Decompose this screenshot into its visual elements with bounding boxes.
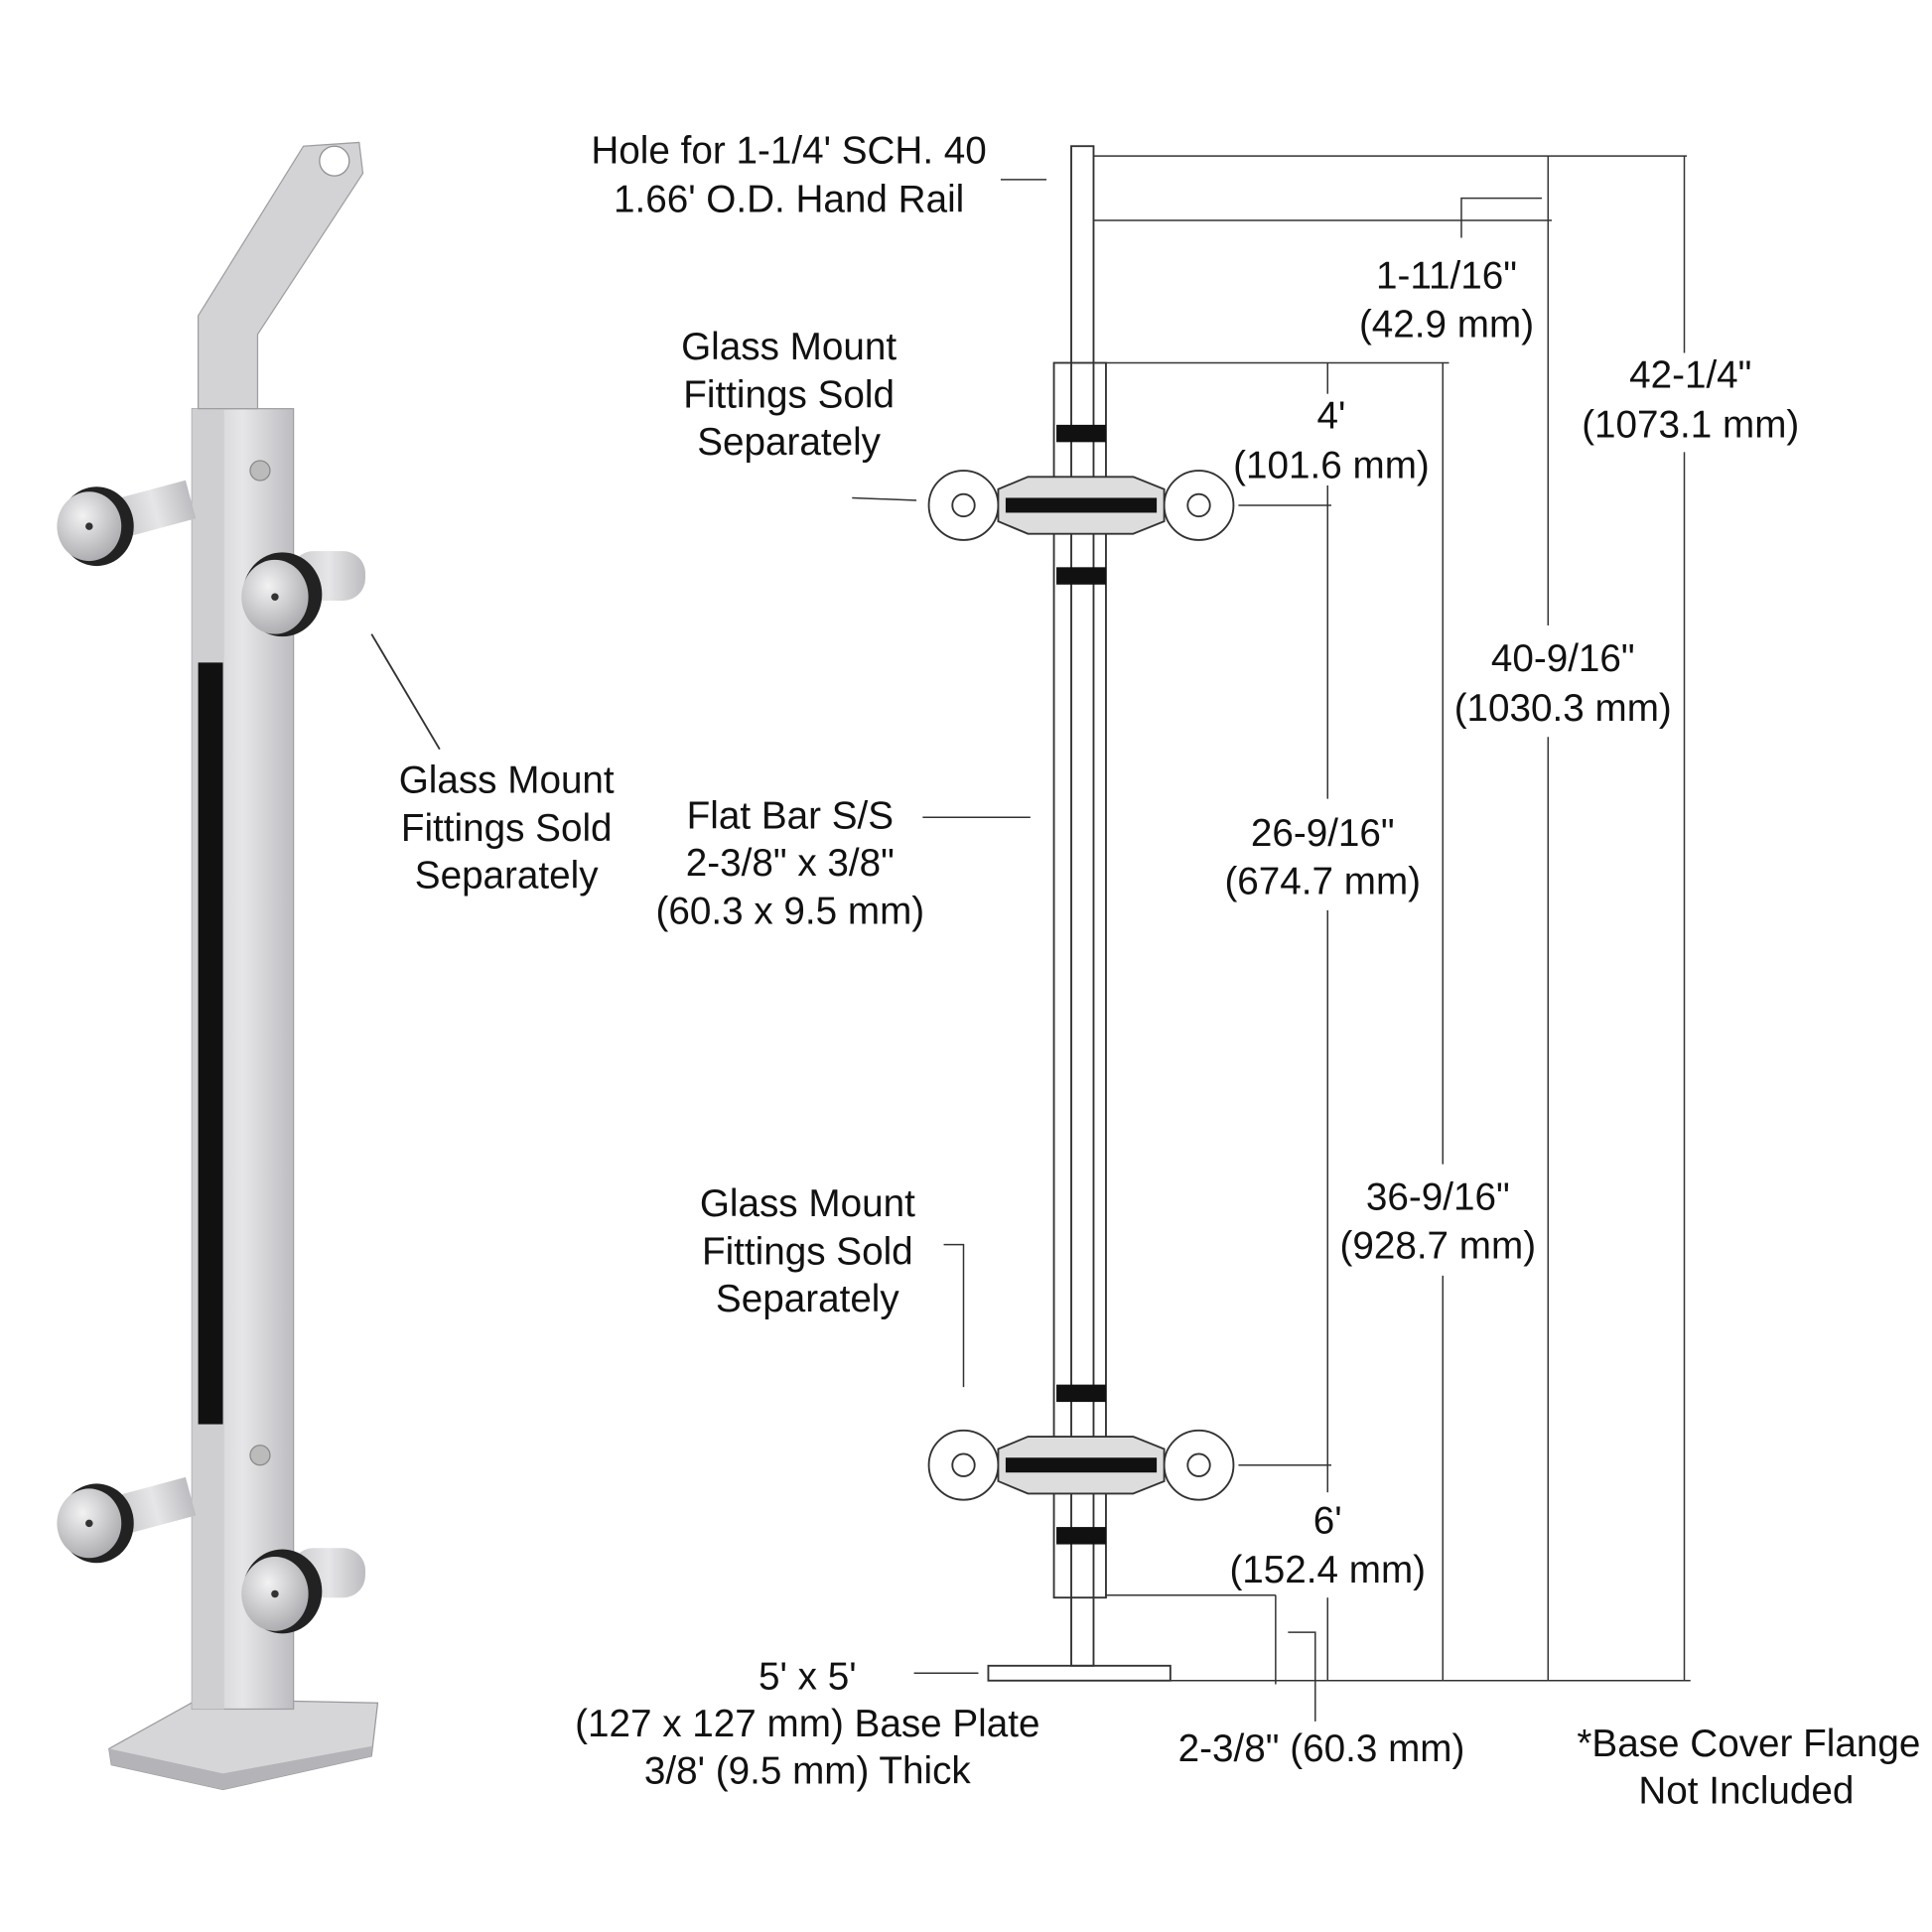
handrail-hole-label: Hole for 1-1/4' SCH. 40 bbox=[591, 130, 986, 173]
dim-2-3-8: 2-3/8" (60.3 mm) bbox=[1178, 1727, 1465, 1770]
fittings-photo bbox=[57, 460, 365, 1634]
dim-4: 4' bbox=[1317, 395, 1346, 438]
leader-photo bbox=[370, 633, 441, 751]
dim-1-11-16: 1-11/16" bbox=[1376, 255, 1517, 298]
handrail-hole-photo bbox=[319, 145, 350, 177]
dim-26-9-16: 26-9/16" bbox=[1251, 812, 1395, 855]
dim-40-9-16: 40-9/16" bbox=[1491, 637, 1635, 680]
dim-4: (101.6 mm) bbox=[1233, 445, 1430, 487]
dim-26-9-16: (674.7 mm) bbox=[1224, 861, 1421, 903]
base-plate-label: 5' x 5' bbox=[759, 1656, 857, 1699]
glass-mount-top-label: Separately bbox=[697, 421, 881, 464]
dim-6: (152.4 mm) bbox=[1229, 1549, 1426, 1591]
base-plate-label: 3/8' (9.5 mm) Thick bbox=[644, 1749, 972, 1792]
flat-bar-label: 2-3/8" x 3/8" bbox=[686, 842, 895, 885]
elevation-drawing bbox=[852, 145, 1691, 1722]
dim-40-9-16: (1030.3 mm) bbox=[1454, 687, 1672, 730]
flat-bar-label: Flat Bar S/S bbox=[687, 795, 894, 838]
dim-42-1-4: 42-1/4" bbox=[1629, 353, 1751, 396]
dim-36-9-16: 36-9/16" bbox=[1366, 1176, 1510, 1219]
flat-bar-label: (60.3 x 9.5 mm) bbox=[656, 891, 925, 933]
base-cover-note: *Base Cover Flange bbox=[1577, 1723, 1920, 1765]
post-photo bbox=[57, 141, 441, 1791]
dim-36-9-16: (928.7 mm) bbox=[1339, 1224, 1536, 1267]
base-plate bbox=[987, 1664, 1172, 1682]
dim-42-1-4: (1073.1 mm) bbox=[1582, 403, 1799, 446]
handrail-hole-label: 1.66' O.D. Hand Rail bbox=[614, 178, 964, 220]
dimension-lines bbox=[852, 155, 1691, 1722]
dim-6: 6' bbox=[1313, 1499, 1342, 1542]
dim-1-11-16: (42.9 mm) bbox=[1359, 303, 1534, 345]
base-cover-note: Not Included bbox=[1638, 1769, 1854, 1812]
glass-mount-bottom-label: Fittings Sold bbox=[702, 1231, 913, 1274]
glass-mount-top-label: Fittings Sold bbox=[683, 373, 895, 416]
flat-bar bbox=[1052, 361, 1107, 1599]
glass-mount-bottom-label: Separately bbox=[716, 1278, 899, 1320]
handrail-tab-photo bbox=[197, 141, 364, 410]
glass-mount-photo-label: Glass Mount bbox=[399, 759, 615, 801]
base-plate-label: (127 x 127 mm) Base Plate bbox=[575, 1703, 1039, 1745]
glass-mount-bottom-label: Glass Mount bbox=[700, 1182, 915, 1225]
glass-mount-photo-label: Separately bbox=[415, 854, 599, 897]
labels: Hole for 1-1/4' SCH. 40 1.66' O.D. Hand … bbox=[399, 130, 1921, 1813]
glass-mount-top-label: Glass Mount bbox=[681, 326, 897, 368]
glass-mount-photo-label: Fittings Sold bbox=[401, 807, 613, 850]
slot-photo bbox=[198, 662, 223, 1425]
